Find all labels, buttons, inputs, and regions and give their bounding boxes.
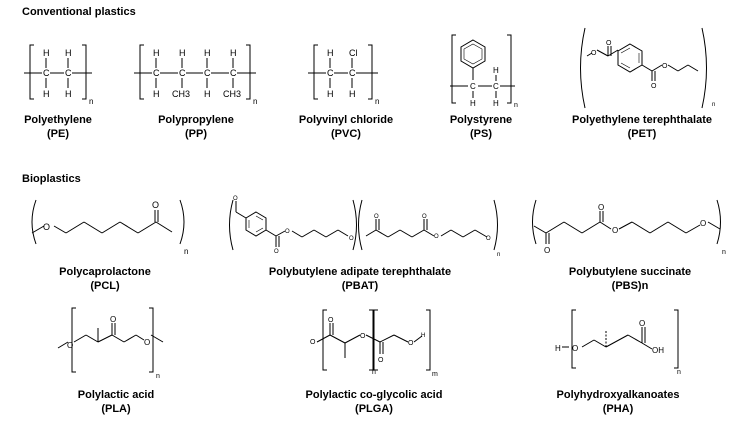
atom-h: H — [65, 89, 72, 99]
section-title-conventional: Conventional plastics — [22, 6, 136, 18]
svg-text:C: C — [493, 82, 499, 91]
label-plga: Polylactic co-glycolic acid(PLGA) — [305, 389, 443, 415]
pvc-structure: H Cl C C H H n — [308, 44, 379, 106]
svg-text:O: O — [572, 344, 578, 353]
label-pbat: Polybutylene adipate terephthalate(PBAT) — [268, 266, 452, 292]
svg-text:H: H — [327, 48, 334, 58]
svg-text:O: O — [422, 214, 427, 220]
svg-text:n: n — [253, 97, 257, 106]
svg-text:n: n — [372, 369, 376, 376]
svg-text:H: H — [493, 66, 499, 75]
pcl-structure: O O n — [31, 199, 188, 256]
pha-structure: H O O OH n — [555, 309, 681, 376]
svg-text:H: H — [153, 89, 160, 99]
svg-text:O: O — [606, 40, 612, 47]
svg-text:n: n — [497, 252, 500, 258]
pla-structure: O O O n — [57, 307, 164, 380]
svg-text:C: C — [230, 68, 237, 78]
svg-text:O: O — [639, 319, 645, 328]
label-pha: Polyhydroxyalkanoates(PHA) — [556, 389, 680, 415]
svg-text:O: O — [544, 246, 550, 255]
svg-text:O: O — [67, 341, 73, 350]
svg-text:H: H — [421, 333, 425, 339]
svg-text:H: H — [493, 99, 499, 108]
plga-structure: O O O O O H n m — [310, 309, 438, 378]
atom-c: C — [65, 68, 72, 78]
label-pbs: Polybutylene succinate(PBS)n — [568, 266, 692, 292]
svg-text:O: O — [310, 339, 316, 346]
svg-text:O: O — [43, 222, 50, 232]
ps-structure: C C H H H n — [450, 34, 518, 109]
svg-text:Cl: Cl — [349, 48, 358, 58]
section-title-bioplastics: Bioplastics — [22, 173, 81, 185]
svg-text:C: C — [349, 68, 356, 78]
svg-text:H: H — [230, 48, 237, 58]
svg-text:CH3: CH3 — [172, 89, 190, 99]
svg-text:C: C — [327, 68, 334, 78]
atom-h: H — [43, 48, 50, 58]
pbat-structure: O O O O O O O O n — [229, 196, 500, 258]
svg-text:O: O — [612, 226, 618, 235]
atom-h: H — [65, 48, 72, 58]
svg-text:O: O — [374, 214, 379, 220]
svg-text:n: n — [184, 247, 188, 256]
svg-text:n: n — [375, 97, 379, 106]
svg-text:O: O — [233, 196, 238, 202]
pe-structure: H H C C H H n — [24, 44, 93, 106]
svg-text:O: O — [486, 236, 491, 242]
atom-c: C — [43, 68, 50, 78]
svg-text:C: C — [470, 82, 476, 91]
svg-text:H: H — [179, 48, 186, 58]
svg-text:O: O — [328, 317, 334, 324]
svg-text:CH3: CH3 — [223, 89, 241, 99]
subscript-n: n — [89, 97, 93, 106]
pet-structure: O O O O n — [580, 27, 715, 109]
svg-text:O: O — [651, 83, 657, 90]
svg-text:H: H — [555, 344, 561, 353]
svg-text:n: n — [514, 102, 518, 109]
svg-text:O: O — [285, 229, 290, 235]
label-pvc: Polyvinyl chloride(PVC) — [298, 114, 394, 140]
label-pet: Polyethylene terephthalate(PET) — [572, 114, 712, 140]
svg-text:O: O — [378, 357, 384, 364]
svg-text:O: O — [662, 63, 668, 70]
svg-text:O: O — [700, 219, 706, 228]
svg-text:C: C — [204, 68, 211, 78]
svg-text:O: O — [349, 236, 354, 242]
svg-text:H: H — [204, 48, 211, 58]
atom-h: H — [43, 89, 50, 99]
svg-text:OH: OH — [652, 346, 664, 355]
svg-text:H: H — [470, 99, 476, 108]
svg-text:n: n — [712, 102, 715, 108]
svg-text:O: O — [274, 249, 279, 255]
svg-text:O: O — [152, 200, 159, 210]
svg-text:O: O — [360, 333, 366, 340]
svg-text:m: m — [432, 371, 438, 378]
svg-text:H: H — [153, 48, 160, 58]
svg-text:O: O — [591, 50, 597, 57]
label-pp: Polypropylene(PP) — [158, 114, 234, 140]
svg-text:O: O — [408, 340, 414, 347]
svg-text:O: O — [434, 234, 439, 240]
svg-text:O: O — [598, 203, 604, 212]
label-pcl: Polycaprolactone(PCL) — [59, 266, 151, 292]
svg-text:n: n — [722, 249, 726, 256]
svg-text:O: O — [144, 338, 150, 347]
svg-text:C: C — [153, 68, 160, 78]
svg-text:H: H — [327, 89, 334, 99]
svg-text:H: H — [349, 89, 356, 99]
pp-structure: H H H H C C C C H CH3 H CH3 n — [134, 44, 257, 106]
svg-text:n: n — [156, 373, 160, 380]
svg-text:H: H — [204, 89, 211, 99]
label-ps: Polystyrene(PS) — [449, 114, 513, 140]
svg-text:n: n — [677, 369, 681, 376]
pbs-structure: O O O O n — [532, 199, 726, 256]
svg-text:O: O — [110, 315, 116, 324]
label-pe: Polyethylene(PE) — [24, 114, 92, 140]
label-pla: Polylactic acid(PLA) — [77, 389, 155, 415]
svg-text:C: C — [179, 68, 186, 78]
